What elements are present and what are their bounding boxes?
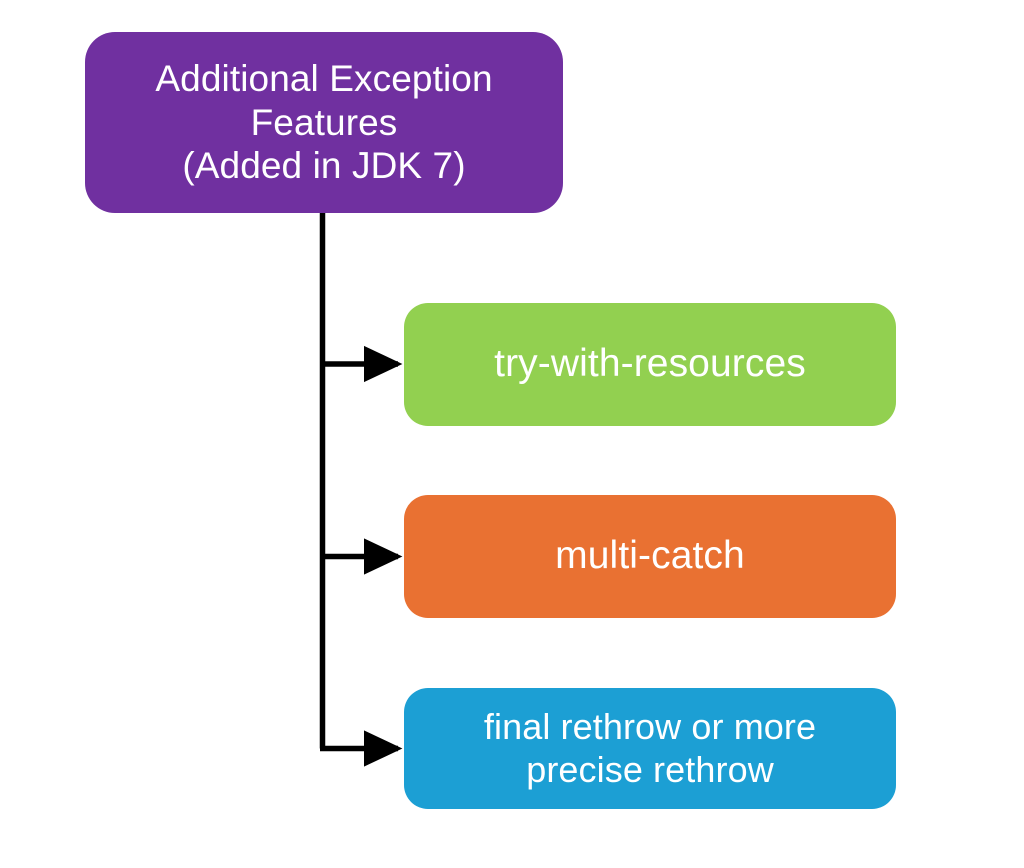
node-additional-exception-features: Additional Exception Features (Added in … bbox=[85, 32, 563, 213]
node-try-with-resources-label: try-with-resources bbox=[494, 342, 806, 386]
node-final-rethrow: final rethrow or more precise rethrow bbox=[404, 688, 896, 809]
node-multi-catch: multi-catch bbox=[404, 495, 896, 618]
node-final-rethrow-label: final rethrow or more precise rethrow bbox=[483, 706, 817, 790]
node-root-label: Additional Exception Features (Added in … bbox=[155, 58, 493, 187]
node-multi-catch-label: multi-catch bbox=[555, 534, 745, 578]
node-try-with-resources: try-with-resources bbox=[404, 303, 896, 426]
